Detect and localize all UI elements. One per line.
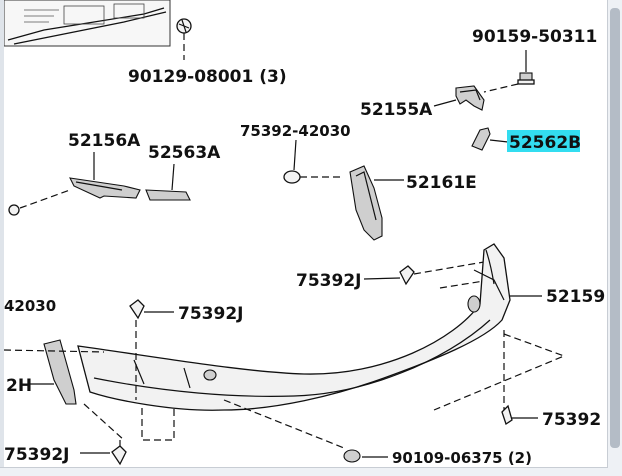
screw-90109[interactable] — [343, 449, 388, 463]
label-75392-right[interactable]: 75392 — [542, 410, 601, 430]
label-2h-left[interactable]: 2H — [6, 376, 32, 396]
label-52155a[interactable]: 52155A — [360, 100, 433, 120]
label-75392j-bottom[interactable]: 75392J — [4, 445, 69, 465]
clip-75392j-left[interactable] — [129, 299, 174, 400]
bolt-90159[interactable] — [483, 50, 535, 93]
side-piece-52161e[interactable] — [349, 165, 404, 241]
highlight-52562b — [507, 130, 580, 152]
label-75392j-left[interactable]: 75392J — [178, 304, 243, 324]
parts-diagram-canvas: 90159-50311 90129-08001 (3) 52155A 52562… — [4, 0, 608, 468]
horizontal-scrollbar[interactable] — [0, 467, 608, 476]
clip-75392j-mid[interactable] — [363, 261, 491, 289]
vertical-scrollbar-thumb[interactable] — [610, 8, 620, 448]
clip-75392j-bottom[interactable] — [80, 440, 127, 466]
clip-75392-right[interactable] — [501, 404, 538, 426]
parts-diagram: 90159-50311 90129-08001 (3) 52155A 52562… — [4, 0, 605, 467]
label-52161e[interactable]: 52161E — [406, 173, 477, 193]
label-52156a[interactable]: 52156A — [68, 131, 141, 151]
label-52159[interactable]: 52159 — [546, 287, 605, 307]
clip-75392-42030[interactable] — [283, 139, 344, 184]
label-42030-left[interactable]: 42030 — [4, 297, 56, 315]
label-90159-50311[interactable]: 90159-50311 — [472, 27, 597, 47]
bumper-cover-52159[interactable] — [77, 243, 542, 411]
bolt-52562b[interactable] — [471, 127, 509, 151]
bracket-52563a[interactable] — [145, 163, 191, 201]
inset-sketch — [4, 0, 171, 47]
bracket-52155a[interactable] — [433, 85, 485, 111]
side-cover-2h[interactable] — [30, 339, 77, 405]
vertical-scrollbar[interactable] — [607, 0, 622, 476]
label-75392-42030-top[interactable]: 75392-42030 — [240, 122, 351, 140]
clip-90129[interactable] — [176, 18, 192, 60]
label-52563a[interactable]: 52563A — [148, 143, 221, 163]
label-90109-06375[interactable]: 90109-06375 (2) — [392, 449, 532, 467]
bracket-52156a[interactable] — [69, 152, 141, 199]
label-90129-08001[interactable]: 90129-08001 (3) — [128, 67, 287, 87]
label-75392j-mid[interactable]: 75392J — [296, 271, 361, 291]
clip-left-edge[interactable] — [8, 189, 71, 216]
reference-lines — [4, 330, 566, 449]
label-52562b[interactable]: 52562B — [509, 133, 581, 153]
